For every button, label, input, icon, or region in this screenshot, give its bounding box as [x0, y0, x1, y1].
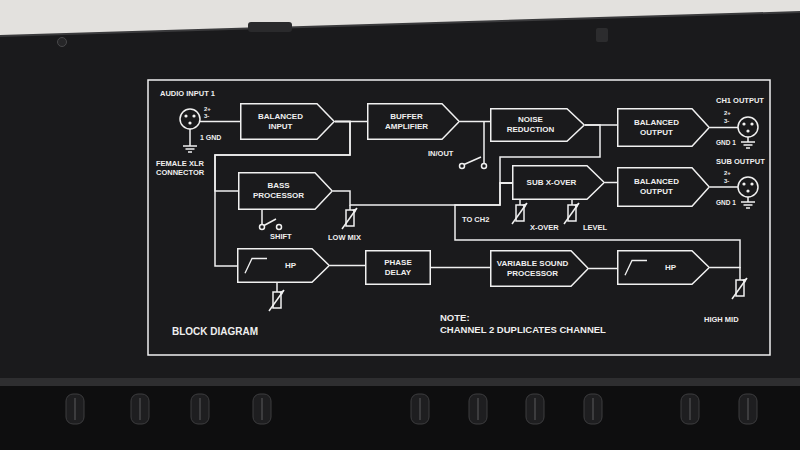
panel-label: GND 1 [716, 199, 736, 206]
signal-wire [605, 182, 617, 183]
panel-label: HIGH MID [704, 316, 739, 325]
panel-label: SUB OUTPUT [716, 158, 765, 167]
process-box: BALANCED OUTPUT [617, 108, 710, 147]
signal-wire [215, 122, 350, 192]
process-box: BALANCED INPUT [240, 103, 335, 140]
box-label: BALANCED INPUT [254, 112, 308, 131]
box-label: BALANCED OUTPUT [629, 118, 685, 137]
panel-label: 1 GND [200, 134, 221, 142]
panel-label: 3- [204, 113, 209, 120]
signal-wire [333, 183, 512, 205]
panel-label: LOW MIX [328, 234, 361, 243]
panel-label: X-OVER [530, 224, 559, 233]
panel-label: CH1 OUTPUT [716, 97, 764, 106]
panel-label: 2+ [724, 110, 731, 117]
box-label: NOISE REDUCTION [500, 115, 562, 134]
box-label: PHASE DELAY [373, 258, 423, 277]
process-box: BALANCED OUTPUT [617, 167, 710, 207]
panel-label: 2+ [204, 106, 211, 113]
signal-wire [215, 122, 350, 267]
panel-label: SHIFT [270, 233, 292, 242]
panel-label: NOTE: [440, 313, 470, 324]
process-box: HP [237, 248, 330, 283]
process-box: BUFFER AMPLIFIER [367, 103, 460, 140]
panel-label: LEVEL [583, 224, 607, 233]
panel-label: GND 1 [716, 139, 736, 146]
box-outline [237, 248, 330, 283]
panel-label: 3- [724, 178, 729, 185]
signal-wire [330, 265, 365, 266]
box-label: HP [665, 263, 676, 273]
process-box: NOISE REDUCTION [490, 108, 585, 142]
highpass-symbol [625, 261, 647, 276]
box-label: HP [285, 261, 296, 271]
process-box: SUB X-OVER [512, 165, 605, 200]
box-label: BUFFER AMPLIFIER [377, 112, 437, 131]
highpass-symbol [245, 259, 267, 274]
panel-label: FEMALE XLR CONNECTOR [156, 160, 204, 177]
signal-wire [589, 268, 617, 269]
panel-label: BLOCK DIAGRAM [172, 326, 258, 338]
process-box: BASS PROCESSOR [238, 172, 333, 210]
panel-label: IN/OUT [428, 150, 453, 159]
panel-label: CHANNEL 2 DUPLICATES CHANNEL [440, 325, 606, 336]
box-label: VARIABLE SOUND PROCESSOR [497, 259, 569, 278]
box-label: BASS PROCESSOR [249, 181, 309, 200]
process-box: VARIABLE SOUND PROCESSOR [490, 250, 589, 287]
box-label: BALANCED OUTPUT [629, 177, 685, 196]
process-box: PHASE DELAY [365, 250, 431, 285]
signal-wire [431, 267, 490, 268]
panel-label: AUDIO INPUT 1 [160, 90, 215, 99]
process-box: HP [617, 250, 710, 285]
panel-label: 3- [724, 118, 729, 125]
box-label: SUB X-OVER [527, 178, 577, 188]
box-outline [617, 250, 710, 285]
panel-label: TO CH2 [462, 216, 489, 225]
signal-wire [460, 121, 490, 122]
panel-label: 2+ [724, 170, 731, 177]
